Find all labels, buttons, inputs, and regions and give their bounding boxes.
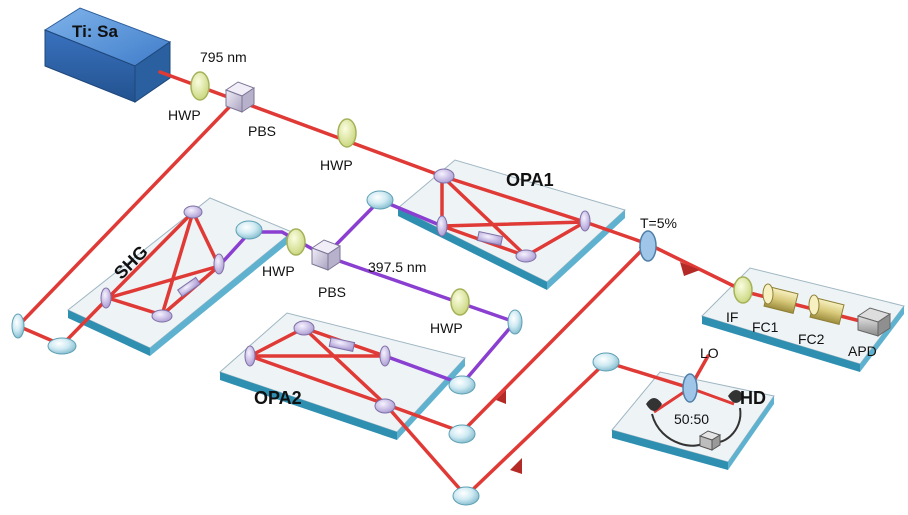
apd-detector-icon	[856, 307, 892, 337]
pbs-cube-bottom	[310, 239, 342, 271]
opa1-mirror-icon	[436, 215, 448, 237]
shg-mirror-icon	[213, 253, 225, 275]
beam-pbs-to-opa2	[323, 254, 517, 386]
opa1-mirror-icon	[579, 210, 591, 232]
if-label: IF	[726, 309, 738, 325]
apd-label: APD	[848, 343, 877, 359]
opa1-mirror-icon	[515, 249, 537, 263]
shg-crystal-icon	[176, 276, 202, 298]
hwp-icon	[286, 228, 306, 256]
ti-sapphire-laser	[43, 7, 172, 103]
hwp-label-1: HWP	[168, 107, 201, 123]
homodyne-detector	[646, 373, 744, 451]
arrow-up-to-hd	[510, 458, 522, 474]
shg-plate	[67, 197, 293, 356]
lo-label: LO	[700, 345, 719, 361]
hd-label: HD	[740, 388, 766, 408]
mirrors	[11, 190, 620, 506]
opa2-mirror-icon	[244, 345, 256, 367]
splitter-label: 50:50	[674, 411, 709, 427]
beam-direction-arrows	[496, 262, 700, 474]
arrow-down-to-opa2	[496, 390, 506, 404]
mirror-icon	[11, 313, 25, 339]
mirror-icon	[452, 486, 480, 506]
mirror-icon	[235, 220, 263, 240]
opa1-label: OPA1	[506, 170, 554, 190]
opa1-mirror-icon	[433, 168, 455, 184]
if-filter-icon	[733, 276, 753, 304]
transmission-label: T=5%	[640, 215, 677, 231]
hwp-label-2: HWP	[320, 157, 353, 173]
pbs-label-2: PBS	[318, 284, 346, 300]
photodiode-left-icon	[646, 398, 662, 411]
mirror-icon	[592, 352, 620, 372]
cavity-optics	[100, 168, 591, 414]
mirror-icon	[366, 190, 394, 210]
opa2-label: OPA2	[254, 388, 302, 408]
hwp-icon	[337, 118, 357, 148]
hd-splitter-icon	[682, 373, 698, 403]
pbs-label-1: PBS	[248, 123, 276, 139]
opa2-mirror-icon	[293, 320, 315, 336]
hwp-label-3: HWP	[262, 263, 295, 279]
wavelength-uv-label: 397.5 nm	[368, 259, 426, 275]
labels: Ti: Sa 795 nm HWP PBS HWP OPA1 SHG 397.5…	[72, 22, 877, 427]
shg-mirror-icon	[183, 205, 203, 219]
arrow-to-detection	[680, 262, 700, 276]
shg-mirror-icon	[151, 309, 173, 323]
hwp-label-4: HWP	[430, 320, 463, 336]
mirror-icon	[507, 309, 523, 335]
opa1-crystal-icon	[476, 230, 504, 246]
fc1-label: FC1	[752, 319, 779, 335]
tap-splitter-icon	[639, 230, 657, 262]
opa2-mirror-icon	[374, 398, 396, 414]
laser-label: Ti: Sa	[72, 22, 119, 41]
detection-chain	[733, 276, 892, 337]
opa2-mirror-icon	[379, 345, 391, 367]
mirror-icon	[47, 337, 77, 355]
hwp-icon	[190, 71, 210, 101]
mirror-icon	[448, 424, 476, 444]
fiber-coupler-1-icon	[762, 283, 799, 314]
opa2-crystal-icon	[328, 336, 356, 352]
subtractor-box-icon	[698, 430, 722, 451]
fc2-label: FC2	[798, 331, 825, 347]
waveplates	[190, 71, 470, 316]
fiber-coupler-2-icon	[808, 294, 845, 325]
hwp-icon	[450, 288, 470, 316]
beam-opa2-output	[383, 360, 692, 498]
photodiode-right-icon	[728, 390, 744, 403]
wavelength-ir-label: 795 nm	[200, 49, 247, 65]
beam-pbs-to-shg	[16, 96, 240, 347]
pbs-cube-top	[224, 81, 256, 113]
mirror-icon	[448, 375, 476, 395]
shg-mirror-icon	[100, 287, 112, 309]
